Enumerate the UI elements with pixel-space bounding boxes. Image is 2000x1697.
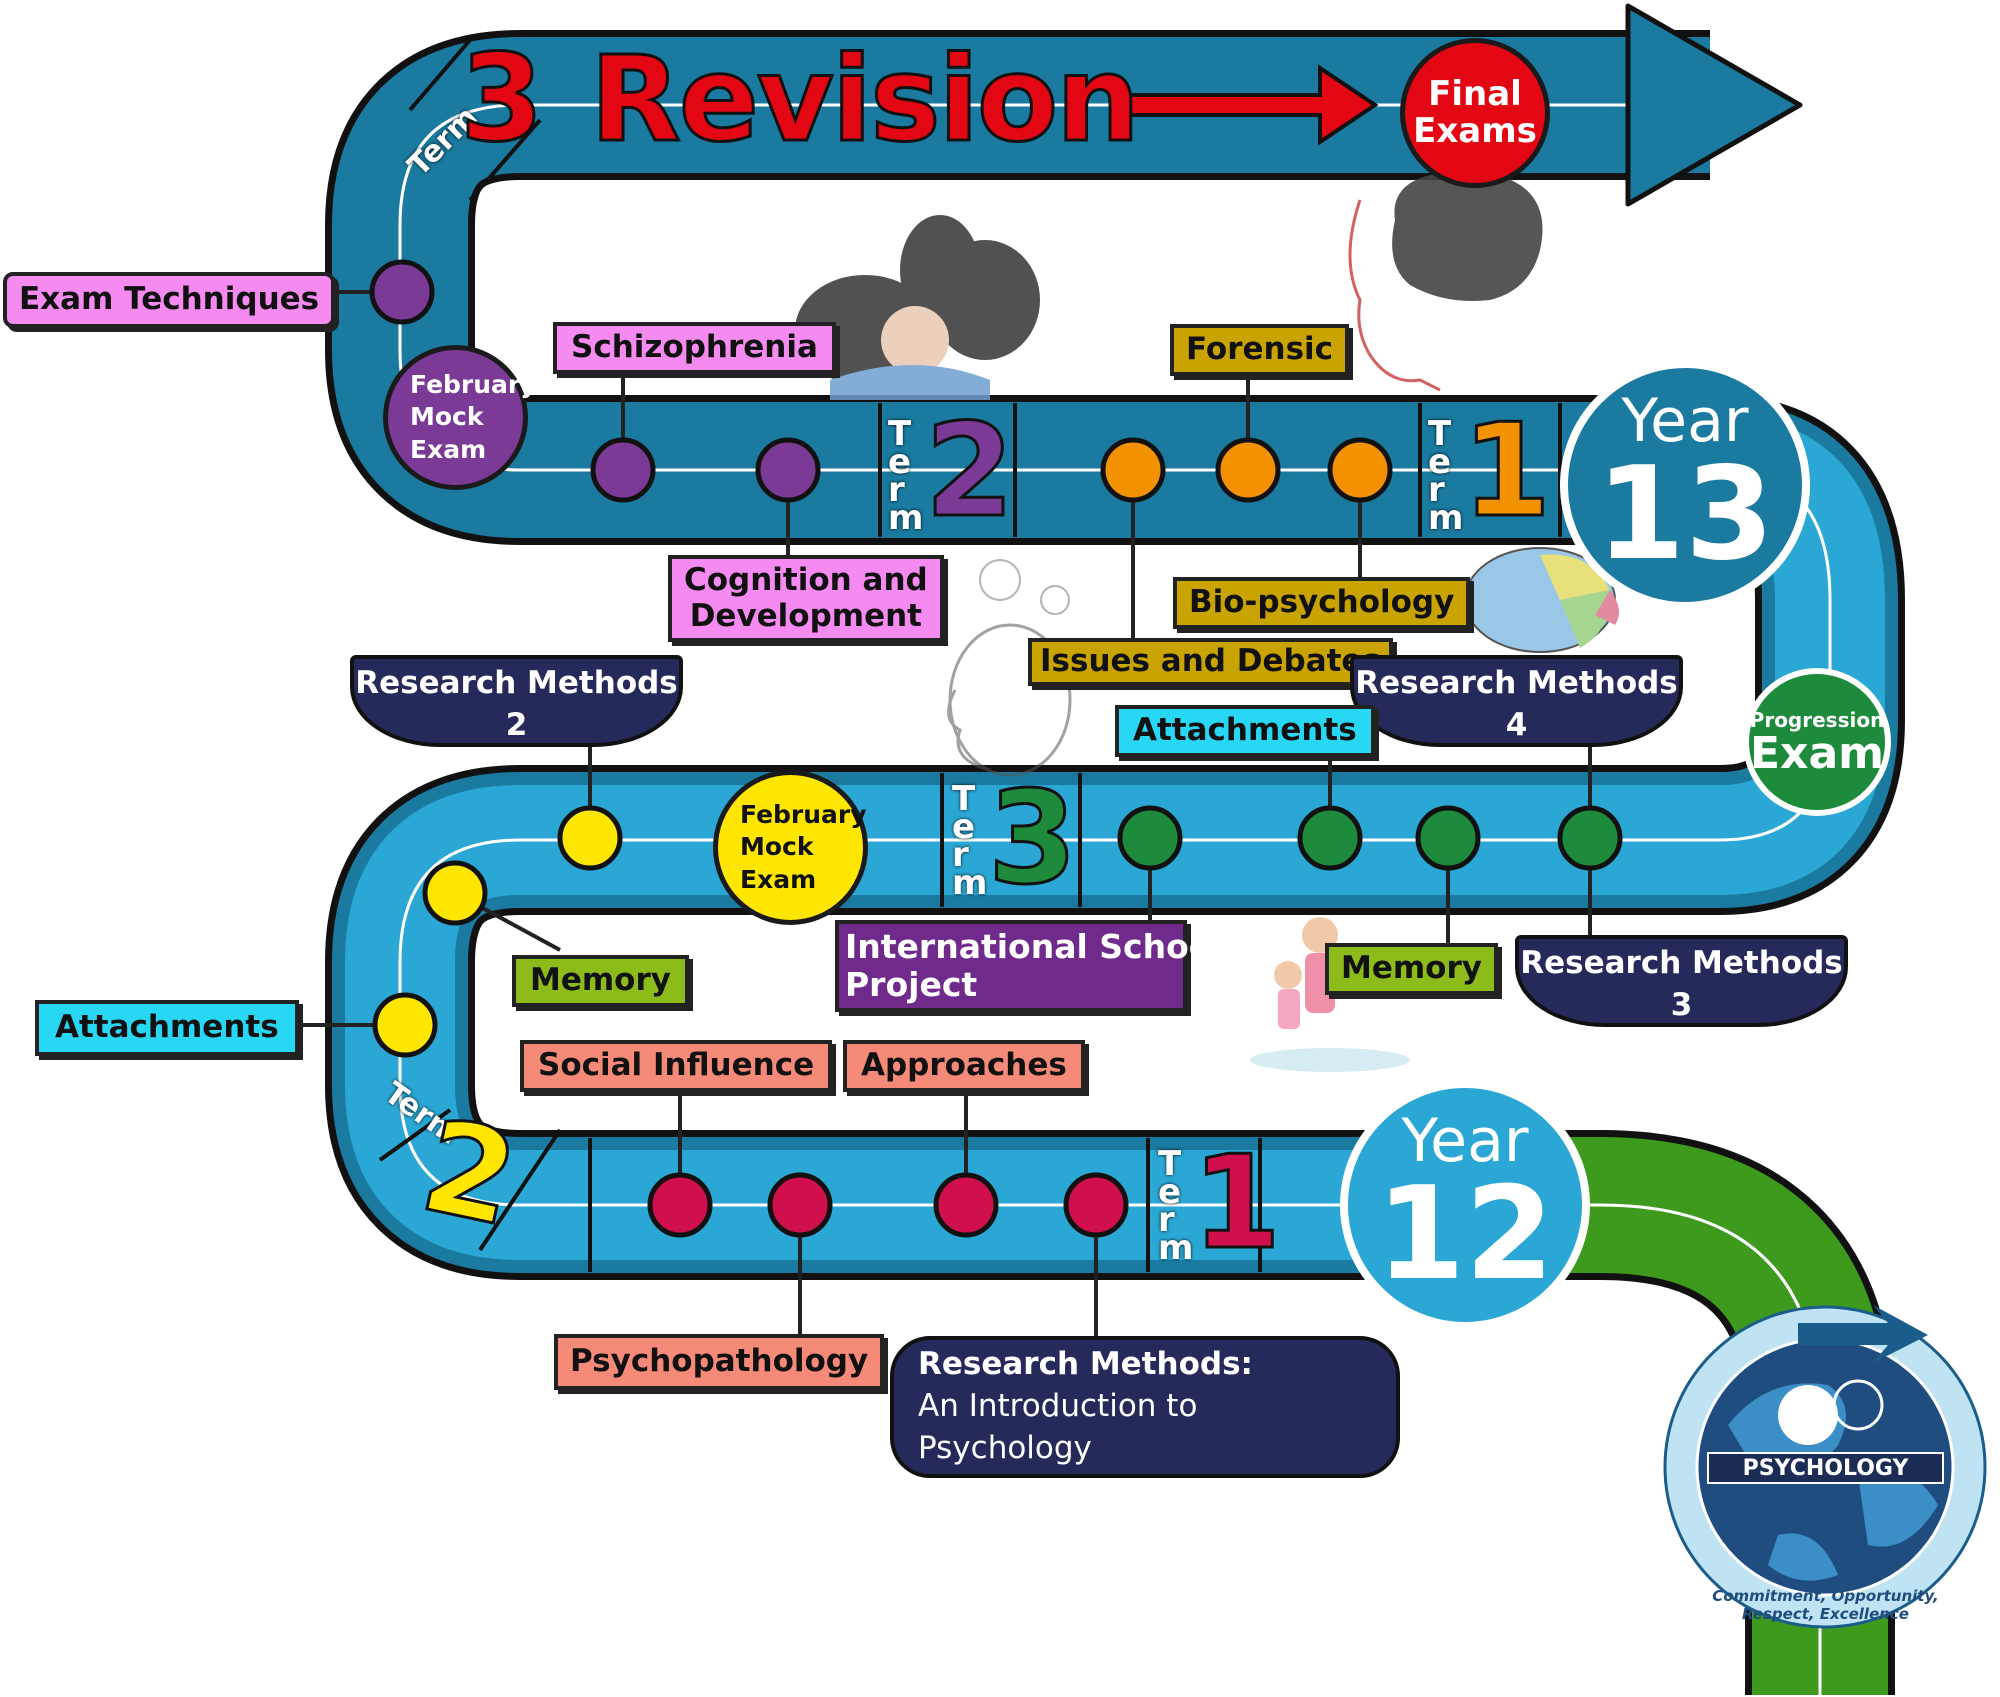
label-research-methods-3: Research Methods 3 <box>1515 935 1848 1027</box>
cognition-line1: Cognition and <box>684 562 928 598</box>
label-biopsychology: Bio-psychology <box>1173 577 1471 629</box>
label-memory-right: Memory <box>1325 943 1498 995</box>
year-13-circle: Year 13 <box>1560 360 1810 610</box>
term-number-y12t3: 3 <box>986 764 1078 913</box>
mock-exam-y12: February Mock Exam <box>713 770 868 925</box>
label-attachments-top: Attachments <box>1115 705 1375 757</box>
cognition-line2: Development <box>689 597 923 634</box>
rm3-line2: 3 <box>1670 986 1693 1023</box>
term-word-y13t2: Term <box>888 414 924 538</box>
label-schizophrenia: Schizophrenia <box>553 322 836 374</box>
sketch-head-illustration <box>947 559 1072 777</box>
term-word-y12t1: Term <box>1158 1144 1194 1268</box>
rm-intro-line1: Research Methods: <box>918 1346 1253 1382</box>
term-number-y13t3: 3 <box>459 30 545 169</box>
label-memory-left: Memory <box>512 955 689 1007</box>
label-research-methods-intro: Research Methods: An Introduction to Psy… <box>890 1336 1400 1478</box>
label-psychopathology: Psychopathology <box>554 1334 885 1390</box>
final-exams-circle: Final Exams <box>1400 38 1550 188</box>
rm3-line1: Research Methods <box>1520 945 1843 981</box>
badge-globe <box>1663 1305 1987 1629</box>
year-12-circle: Year 12 <box>1340 1080 1590 1330</box>
color-brain-illustration <box>1464 547 1619 653</box>
mock-y12-line3: Exam <box>740 864 817 894</box>
year-13-number: 13 <box>1595 440 1775 589</box>
milestone-dots <box>369 259 1623 1238</box>
mock-y13-line2: Mock <box>410 402 484 432</box>
badge-name: PSYCHOLOGY <box>1742 1456 1909 1481</box>
label-approaches: Approaches <box>843 1040 1085 1092</box>
rm4-line1: Research Methods <box>1355 665 1678 701</box>
label-research-methods-2: Research Methods 2 <box>350 655 683 747</box>
term-number-y12t1: 1 <box>1190 1129 1282 1278</box>
year-12-word: Year <box>1401 1106 1529 1176</box>
badge-motto: Commitment, Opportunity, Respect, Excell… <box>1712 1587 1939 1623</box>
rm-intro-line2: An Introduction to Psychology <box>918 1387 1198 1466</box>
rm4-line2: 4 <box>1505 706 1528 743</box>
label-research-methods-4: Research Methods 4 <box>1350 655 1683 747</box>
year-12-number: 12 <box>1375 1160 1555 1309</box>
label-forensic: Forensic <box>1170 324 1350 376</box>
label-international-project: International School Project <box>835 920 1223 1012</box>
mock-y13-line3: Exam <box>410 434 487 464</box>
term-number-y13t1: 1 <box>1460 397 1552 546</box>
term-word-y12t3: Term <box>952 779 988 903</box>
label-social-influence: Social Influence <box>520 1040 833 1092</box>
brain-illustration <box>1348 169 1543 392</box>
label-attachments-left: Attachments <box>35 1000 299 1056</box>
mock-exam-y13: February Mock Exam <box>383 345 537 490</box>
progression-small: Progression <box>1749 708 1885 732</box>
term-number-y13t2: 2 <box>923 397 1015 546</box>
final-exams-line1: Final <box>1428 73 1522 114</box>
label-cognition: Cognition and Development <box>668 555 944 643</box>
mock-y13-line1: February <box>410 369 537 399</box>
progression-big: Exam <box>1750 728 1884 779</box>
term-word-y13t1: Term <box>1428 414 1464 538</box>
revision-arrow <box>1113 64 1379 146</box>
isp-line2: Project <box>845 964 978 1004</box>
label-exam-techniques: Exam Techniques <box>3 272 336 328</box>
mock-y12-line2: Mock <box>740 832 814 862</box>
label-issues-debates: Issues and Debates <box>1028 638 1393 686</box>
revision-title: Revision <box>588 30 1141 168</box>
isp-line1: International School <box>845 927 1223 966</box>
mock-y12-line1: February <box>740 799 867 829</box>
psychology-badge: PSYCHOLOGY Commitment, Opportunity, Resp… <box>1658 1305 1993 1630</box>
year-13-word: Year <box>1621 386 1749 456</box>
rm2-line2: 2 <box>505 706 528 743</box>
progression-exam-circle: Progression Exam <box>1743 668 1891 816</box>
final-exams-line2: Exams <box>1413 111 1537 151</box>
rm2-line1: Research Methods <box>355 665 678 701</box>
